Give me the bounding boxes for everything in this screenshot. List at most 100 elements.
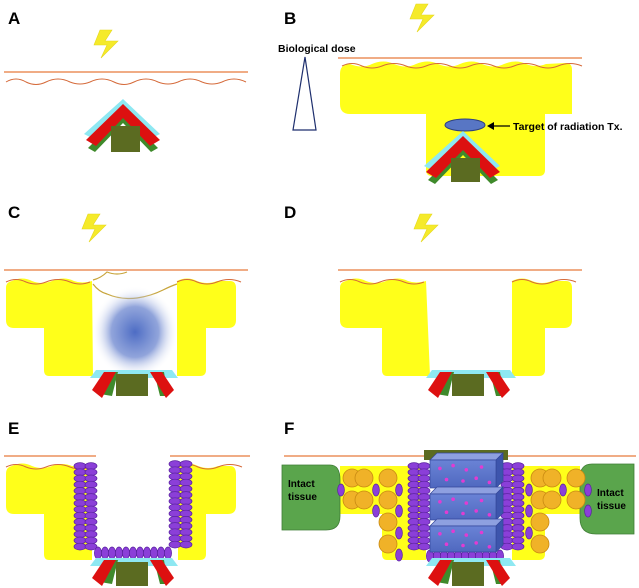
cell bbox=[136, 546, 144, 560]
cell bbox=[511, 530, 525, 538]
tissue-wavy-line bbox=[341, 63, 583, 69]
cell bbox=[168, 466, 182, 474]
vessel-bundle bbox=[426, 558, 516, 586]
orange-cell bbox=[378, 468, 398, 488]
cell bbox=[417, 536, 431, 545]
tissue-region-right bbox=[512, 278, 572, 376]
cell bbox=[417, 480, 431, 489]
orange-cell bbox=[530, 534, 550, 554]
cell bbox=[179, 491, 193, 499]
scaffold-block-top bbox=[429, 486, 504, 495]
cell bbox=[73, 530, 87, 538]
cell bbox=[511, 536, 525, 545]
cell bbox=[179, 466, 193, 474]
cell-dot bbox=[444, 542, 449, 546]
cell bbox=[168, 472, 182, 481]
vessel-bundle bbox=[90, 370, 178, 398]
cell bbox=[525, 483, 533, 497]
cell bbox=[584, 504, 592, 518]
cell bbox=[511, 542, 525, 551]
orange-cell bbox=[354, 468, 374, 488]
cell bbox=[395, 504, 403, 518]
cell bbox=[101, 546, 109, 560]
tissue-wavy-line bbox=[339, 279, 577, 285]
panel-f: F Intact tissue Intact tissue bbox=[281, 419, 636, 586]
cell bbox=[511, 462, 525, 470]
tissue-region-left bbox=[6, 463, 92, 560]
cell bbox=[179, 534, 193, 543]
cell bbox=[511, 511, 525, 520]
cell bbox=[73, 493, 87, 501]
cell bbox=[417, 505, 431, 514]
cell-dot bbox=[451, 463, 455, 468]
cell-dot bbox=[474, 541, 479, 545]
cell bbox=[73, 480, 87, 489]
cell bbox=[511, 487, 525, 495]
intact-tissue-right bbox=[579, 463, 635, 535]
cell bbox=[73, 487, 87, 495]
cell bbox=[84, 505, 98, 514]
orange-cell-cluster bbox=[337, 468, 592, 562]
cell bbox=[73, 468, 87, 476]
cell bbox=[168, 460, 182, 468]
cell bbox=[168, 522, 182, 530]
cell bbox=[168, 516, 182, 524]
cell-dot bbox=[479, 465, 484, 469]
cell-dot bbox=[487, 513, 492, 517]
panel-label-c: C bbox=[8, 203, 20, 222]
cell-dot bbox=[464, 501, 469, 505]
panel-c: C bbox=[4, 203, 248, 398]
cell-dot bbox=[461, 543, 465, 548]
orange-cell bbox=[378, 512, 398, 532]
cell bbox=[84, 493, 98, 501]
cell bbox=[73, 505, 87, 514]
scaffold-block-top bbox=[429, 452, 504, 461]
cell bbox=[511, 480, 525, 489]
cell bbox=[372, 483, 380, 497]
cell bbox=[511, 518, 525, 526]
cell bbox=[168, 503, 182, 512]
cell bbox=[511, 474, 525, 483]
cell bbox=[73, 511, 87, 520]
bone-block bbox=[452, 562, 484, 586]
cell bbox=[84, 468, 98, 476]
cell-dot bbox=[461, 479, 465, 483]
cell bbox=[168, 497, 182, 505]
bone-block bbox=[452, 374, 484, 396]
cell bbox=[417, 542, 431, 551]
cell-dot bbox=[464, 533, 469, 537]
cell bbox=[143, 546, 151, 560]
cell bbox=[73, 462, 87, 470]
cell bbox=[179, 472, 193, 481]
cell bbox=[168, 540, 182, 549]
bone-block bbox=[116, 374, 148, 396]
panel-label-d: D bbox=[284, 203, 296, 222]
orange-cell bbox=[542, 490, 562, 510]
cell bbox=[559, 483, 567, 497]
cell-dot bbox=[451, 529, 455, 533]
vessel-bundle bbox=[90, 558, 178, 586]
cell bbox=[417, 511, 431, 520]
cell bbox=[168, 491, 182, 499]
bone-block bbox=[111, 126, 140, 152]
cell bbox=[73, 536, 87, 545]
cell bbox=[168, 478, 182, 487]
panel-a: A bbox=[4, 9, 248, 152]
cell bbox=[84, 511, 98, 520]
cell bbox=[168, 485, 182, 493]
cell-dot bbox=[451, 497, 455, 502]
orange-cell bbox=[542, 468, 562, 488]
cell bbox=[179, 497, 193, 505]
tissue-region-right bbox=[177, 278, 236, 376]
cell bbox=[179, 503, 193, 512]
cell bbox=[129, 546, 137, 560]
cell bbox=[84, 536, 98, 545]
target-label: Target of radiation Tx. bbox=[513, 121, 623, 133]
target-ellipse bbox=[444, 118, 486, 132]
intact-tissue-left-label-2: tissue bbox=[288, 492, 317, 503]
orange-cell bbox=[566, 468, 586, 488]
lightning-icon bbox=[409, 3, 435, 33]
tissue-region-left bbox=[340, 278, 430, 376]
cell bbox=[84, 518, 98, 526]
cell-dot bbox=[444, 477, 449, 482]
